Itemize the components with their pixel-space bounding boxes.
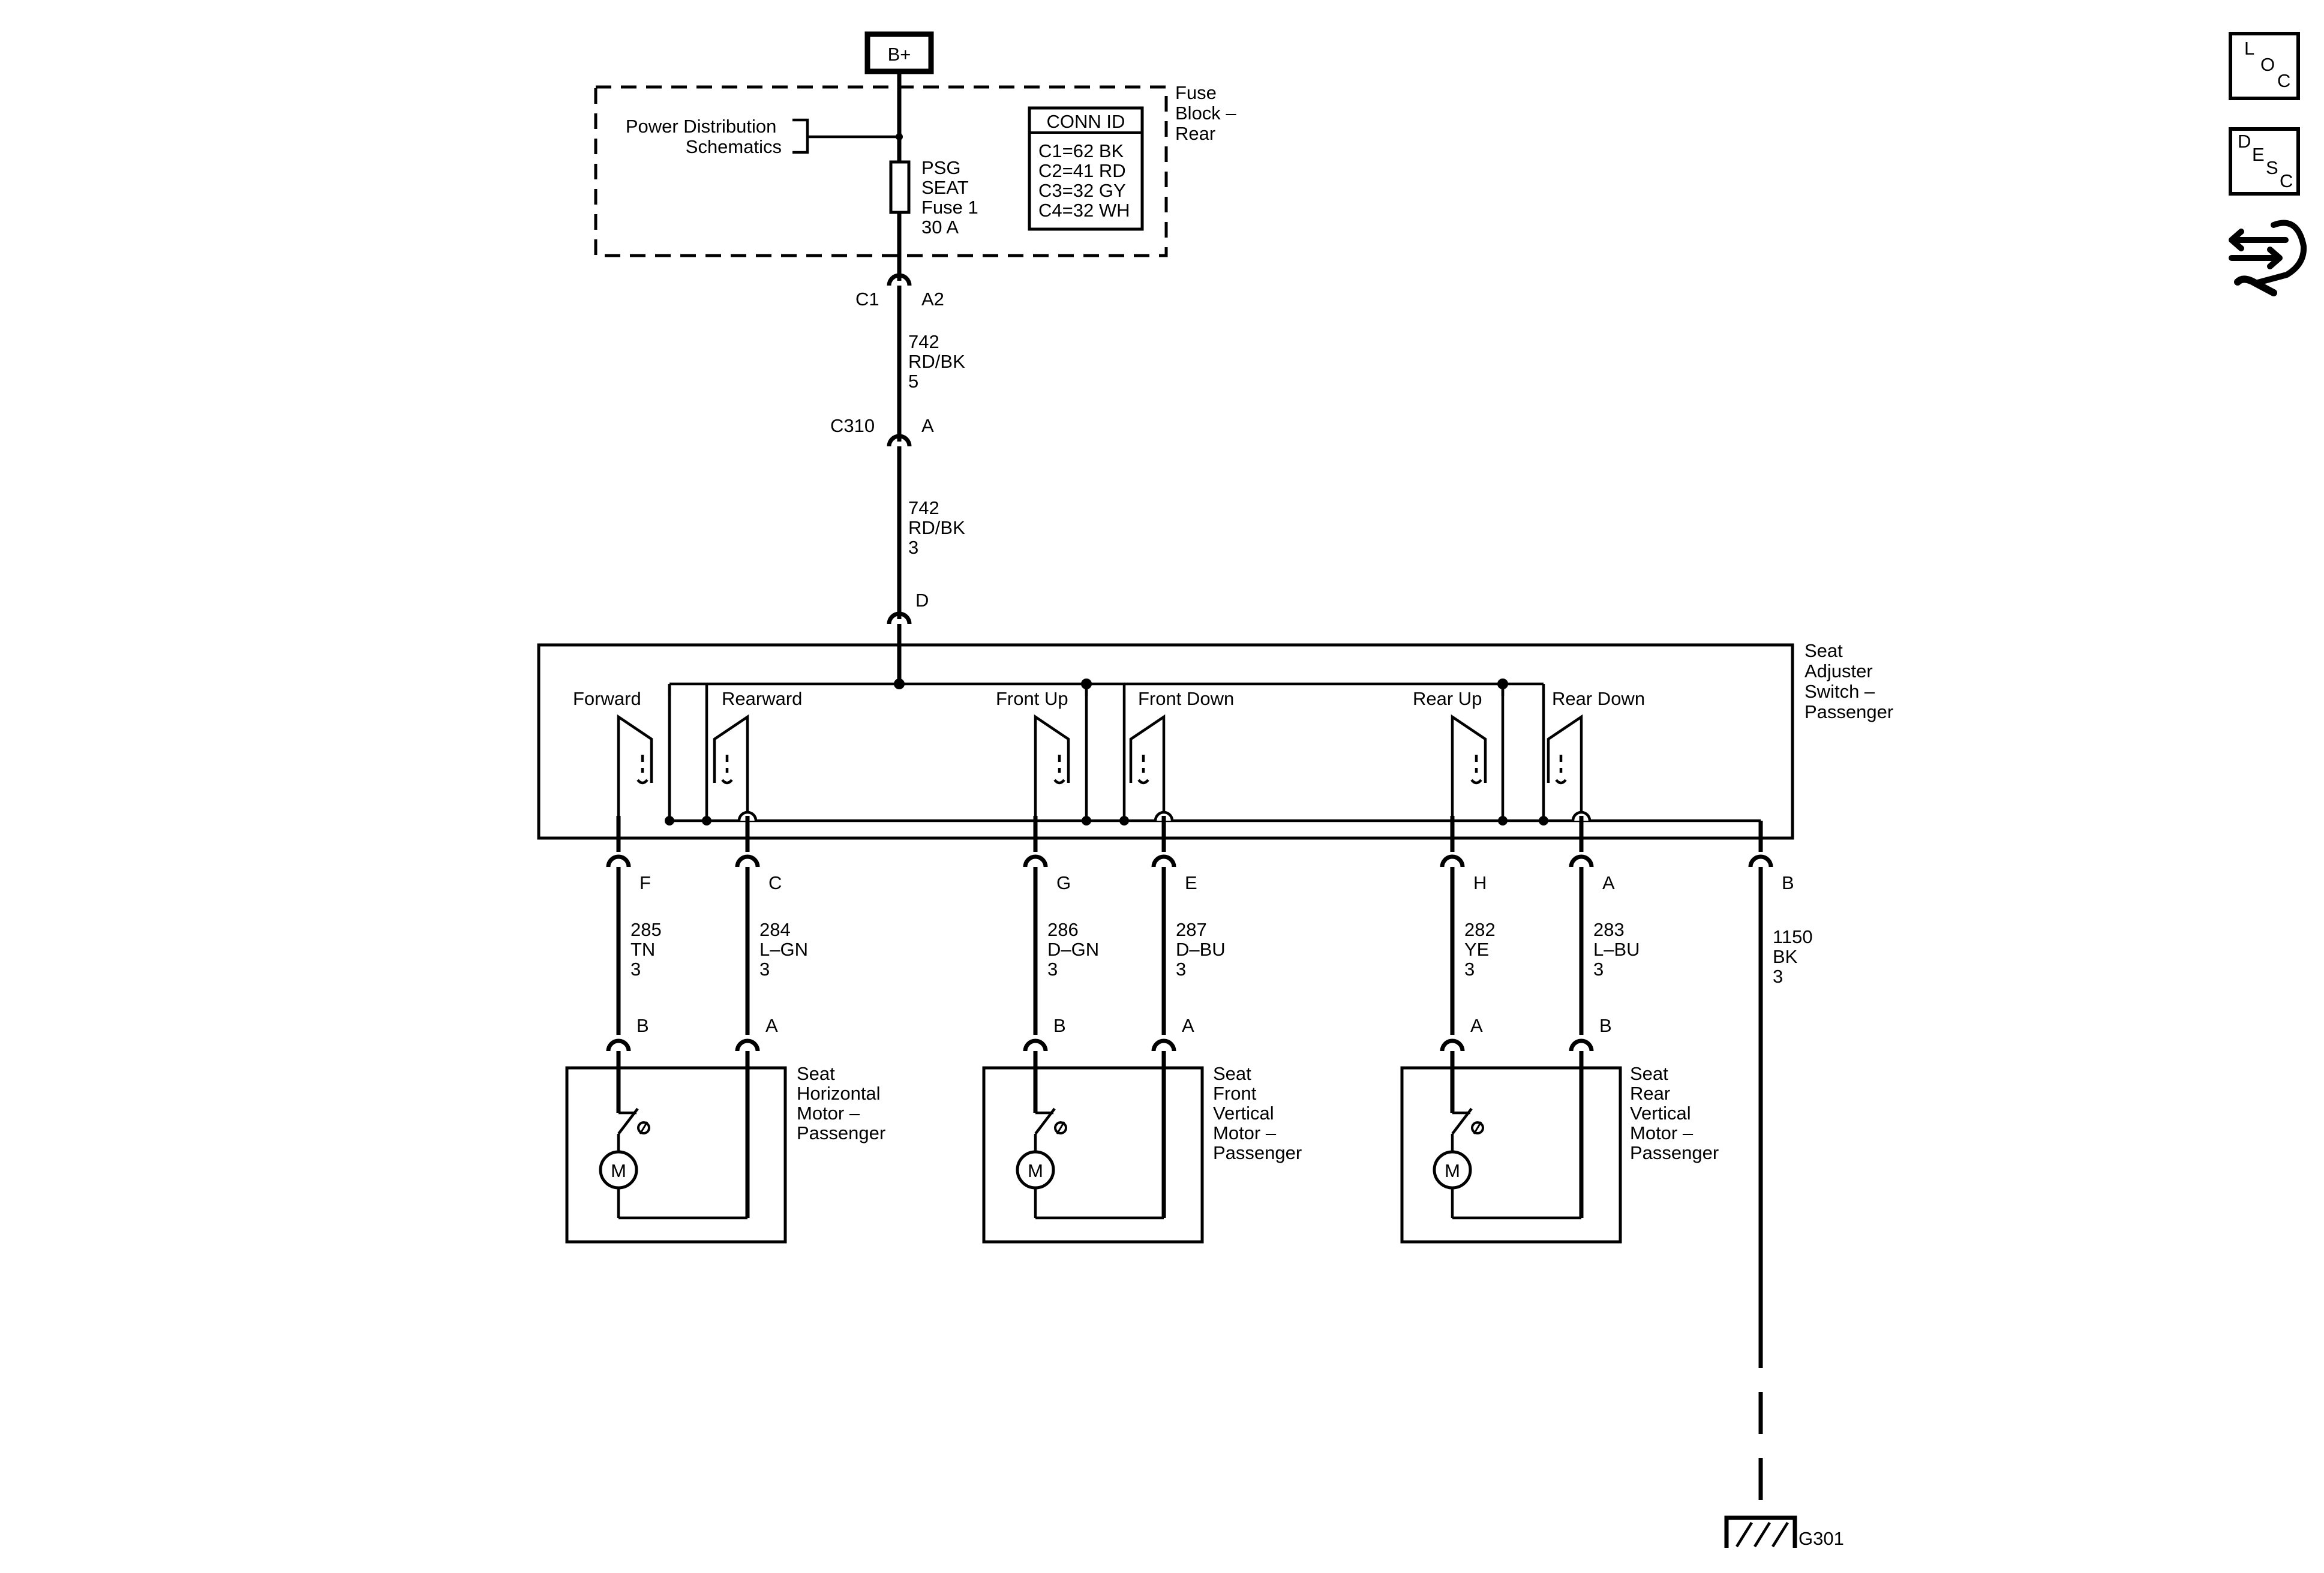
svg-text:O: O xyxy=(2260,54,2275,75)
motor-box xyxy=(982,1066,1204,1244)
wire-742-upper: 742 RD/BK 5 xyxy=(908,331,970,392)
switch-position-label: Front Down xyxy=(1138,688,1234,709)
svg-text:G301: G301 xyxy=(1798,1528,1844,1549)
motor-symbol-label: M xyxy=(611,1160,626,1181)
switch-contact-pair-2 xyxy=(1034,684,1166,825)
motor-box xyxy=(1400,1066,1622,1244)
fuse-block-name: Fuse Block – Rear xyxy=(1175,82,1241,144)
svg-text:L: L xyxy=(2244,38,2254,59)
svg-text:C: C xyxy=(2280,170,2293,191)
switch-contact-pair-3 xyxy=(1451,684,1583,825)
motor-pin-label: B xyxy=(1053,1015,1066,1036)
ground-symbol-g301: G301 xyxy=(1724,1515,1844,1549)
switch-contact-icon xyxy=(713,714,749,816)
switch-contact-icon xyxy=(1129,714,1166,816)
ref-bracket xyxy=(792,118,809,154)
svg-text:C: C xyxy=(2277,70,2290,91)
conn-c310-pin: A xyxy=(921,415,934,436)
switch-position-label: Rearward xyxy=(722,688,802,709)
motor-connector xyxy=(1440,1038,1465,1052)
switch-pin-label: G xyxy=(1056,872,1071,893)
motor-connector xyxy=(1569,1038,1594,1052)
wiring-harness-icon[interactable] xyxy=(2229,220,2307,296)
thermal-breaker-icon xyxy=(617,1107,639,1135)
battery-label: B+ xyxy=(888,44,911,65)
motor-pin-label: A xyxy=(765,1015,778,1036)
motor-pin-label: B xyxy=(636,1015,649,1036)
fuse-label: PSG SEAT Fuse 1 30 A xyxy=(921,157,983,238)
loc-icon[interactable]: L O C xyxy=(2229,32,2300,100)
motor-pin-label: A xyxy=(1470,1015,1483,1036)
switch-pin-label: B xyxy=(1782,872,1794,893)
switch-pin-label: A xyxy=(1602,872,1615,893)
battery-terminal: B+ xyxy=(864,31,934,74)
switch-position-label: Rear Up xyxy=(1413,688,1482,709)
motor-symbol-label: M xyxy=(1445,1160,1460,1181)
thermal-breaker-icon xyxy=(1034,1107,1056,1135)
motor-symbol-label: M xyxy=(1028,1160,1043,1181)
conn-id-table: CONN ID C1=62 BK C2=41 RD C3=32 GY C4=32… xyxy=(1028,106,1144,231)
switch-contact-icon xyxy=(617,714,653,816)
motor-connector xyxy=(735,1038,760,1052)
motor-pin-label: A xyxy=(1182,1015,1194,1036)
desc-icon[interactable]: D E S C xyxy=(2229,127,2300,196)
motor-connector xyxy=(1023,1038,1048,1052)
power-distribution-ref[interactable]: Power Distribution Schematics xyxy=(626,116,782,157)
switch-contact-icon xyxy=(1034,714,1070,816)
switch-pin-label: F xyxy=(639,872,651,893)
switch-contact-icon xyxy=(1547,714,1583,816)
switch-position-label: Forward xyxy=(573,688,641,709)
conn-c1-label: C1 xyxy=(855,289,879,310)
motor-connector xyxy=(606,1038,631,1052)
seat-adjuster-switch xyxy=(537,643,1794,840)
wire-742-lower: 742 RD/BK 3 xyxy=(908,497,970,558)
switch-pin-label: C xyxy=(768,872,782,893)
switch-pin-label: E xyxy=(1185,872,1197,893)
switch-position-label: Front Up xyxy=(996,688,1068,709)
switch-position-label: Rear Down xyxy=(1552,688,1645,709)
fuse-block-outline xyxy=(594,85,1168,257)
motor-pin-label: B xyxy=(1599,1015,1612,1036)
switch-pin-label: H xyxy=(1473,872,1487,893)
switch-contact-icon xyxy=(1451,714,1487,816)
switch-pin-d-label: D xyxy=(915,590,929,611)
svg-text:S: S xyxy=(2266,157,2278,178)
svg-text:E: E xyxy=(2252,144,2265,165)
conn-c310-label: C310 xyxy=(830,415,875,436)
svg-text:C1=62 BK C2=41 RD: C1=62 BK C2=41 RD C3=32 GY C4=32 WH xyxy=(1038,140,1131,221)
conn-a2-label: A2 xyxy=(921,289,944,310)
thermal-breaker-icon xyxy=(1451,1107,1473,1135)
switch-name: Seat Adjuster Switch – Passenger xyxy=(1804,640,1893,722)
svg-text:CONN ID: CONN ID xyxy=(1047,111,1125,132)
fuse-symbol xyxy=(889,160,911,214)
motor-connector xyxy=(1151,1038,1176,1052)
motor-box xyxy=(565,1066,787,1244)
svg-text:D: D xyxy=(2238,131,2251,152)
